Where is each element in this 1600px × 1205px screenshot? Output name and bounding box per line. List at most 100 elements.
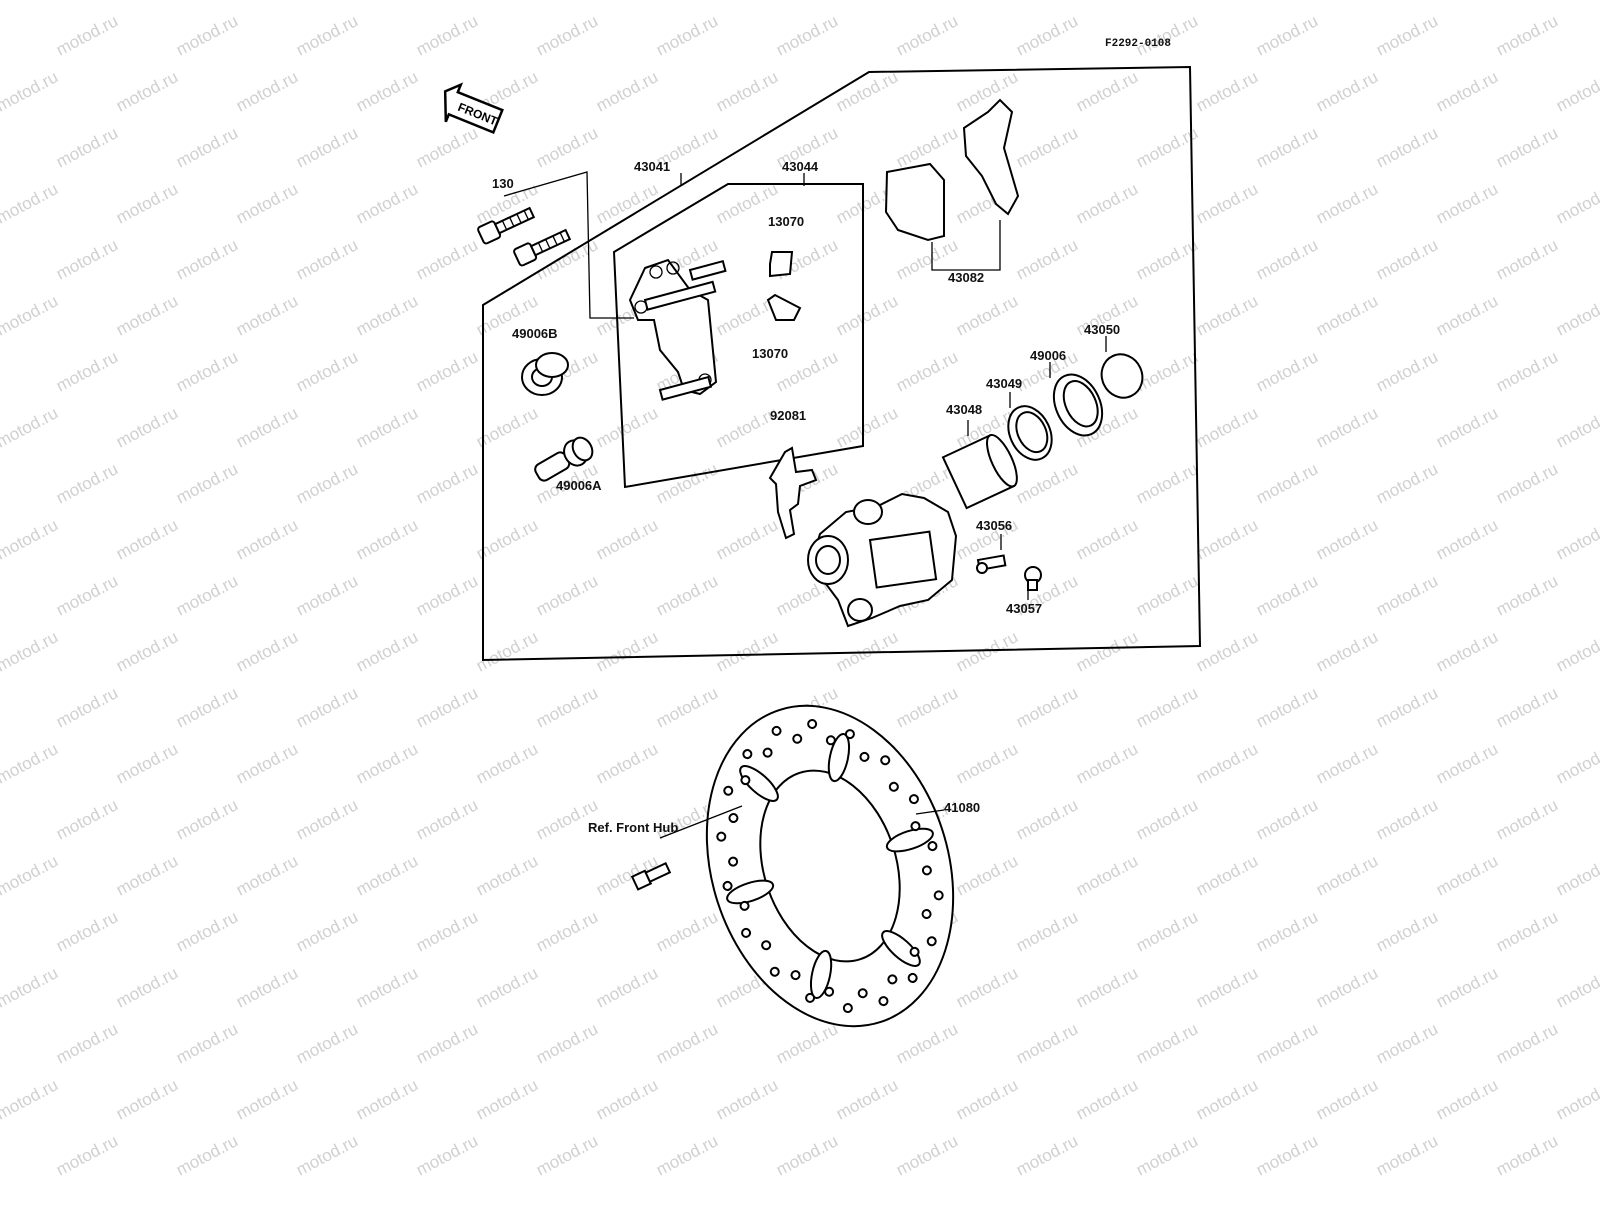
watermark-text: motod.ru [953,963,1021,1011]
watermark-text: motod.ru [0,0,61,4]
watermark-text: motod.ru [1373,1131,1441,1179]
watermark-text: motod.ru [353,179,421,227]
watermark-text: motod.ru [413,459,481,507]
watermark-text: motod.ru [713,67,781,115]
watermark-text: motod.ru [1073,1075,1141,1123]
watermark-text: motod.ru [233,179,301,227]
dust-seal-icon [1052,373,1104,437]
part-label-49006B: 49006B [512,326,558,341]
watermark-text: motod.ru [653,907,721,955]
watermark-text: motod.ru [293,1019,361,1067]
watermark-text: motod.ru [1493,683,1561,731]
part-label-43057: 43057 [1006,601,1042,616]
watermark-text: motod.ru [1493,347,1561,395]
watermark-text: motod.ru [233,739,301,787]
watermark-text: motod.ru [473,851,541,899]
watermark-text: motod.ru [53,1019,121,1067]
watermark-text: motod.ru [113,67,181,115]
watermark-text: motod.ru [293,683,361,731]
watermark-text: motod.ru [833,67,901,115]
watermark-text: motod.ru [1133,235,1201,283]
watermark-text: motod.ru [1433,515,1501,563]
watermark-text: motod.ru [1493,571,1561,619]
watermark-text: motod.ru [233,291,301,339]
watermark-text: motod.ru [113,627,181,675]
watermark-text: motod.ru [1073,179,1141,227]
watermark-text: motod.ru [1373,347,1441,395]
watermark-text: motod.ru [1073,67,1141,115]
watermark-text: motod.ru [1193,291,1261,339]
watermark-text: motod.ru [1373,795,1441,843]
watermark-text: motod.ru [833,291,901,339]
watermark-text: motod.ru [53,683,121,731]
leader-41080 [915,809,945,815]
watermark-text: motod.ru [293,459,361,507]
watermark-text: motod.ru [1193,515,1261,563]
disc-hole [878,996,889,1007]
watermark-text: motod.ru [1433,739,1501,787]
disc-hole [792,733,803,744]
retainer-spring-icon [768,446,818,540]
disc-hole [790,970,801,981]
watermark-text: motod.ru [593,627,661,675]
watermark-text: motod.ru [0,627,61,675]
slide-pin-icon [534,436,594,482]
watermark-text: motod.ru [1313,739,1381,787]
watermark-text: motod.ru [593,0,661,4]
watermark-text: motod.ru [1013,683,1081,731]
watermark-text: motod.ru [593,515,661,563]
watermark-text: motod.ru [1493,795,1561,843]
watermark-text: motod.ru [233,515,301,563]
disc-hole [842,1003,853,1014]
disc-hole [722,880,733,891]
disc-hole [742,749,753,760]
watermark-text: motod.ru [1493,235,1561,283]
watermark-text: motod.ru [953,291,1021,339]
watermark-text: motod.ru [353,67,421,115]
watermark-text: motod.ru [1313,179,1381,227]
watermark-text: motod.ru [0,851,61,899]
watermark-text: motod.ru [1493,1019,1561,1067]
disc-hole [909,946,920,957]
part-label-43049: 43049 [986,376,1022,391]
watermark-text: motod.ru [1133,459,1201,507]
watermark-text: motod.ru [293,11,361,59]
watermark-text: motod.ru [1373,235,1441,283]
watermark-text: motod.ru [1193,67,1261,115]
watermark-text: motod.ru [1433,851,1501,899]
part-label-13070-bottom: 13070 [752,346,788,361]
watermark-text: motod.ru [0,1075,61,1123]
watermark-text: motod.ru [1253,1019,1321,1067]
watermark-text: motod.ru [533,1131,601,1179]
watermark-text: motod.ru [1193,0,1261,4]
watermark-text: motod.ru [1313,963,1381,1011]
watermark-text: motod.ru [1013,123,1081,171]
watermark-text: motod.ru [653,1019,721,1067]
watermark-text: motod.ru [293,795,361,843]
watermark-text: motod.ru [113,179,181,227]
part-label-130: 130 [492,176,514,191]
watermark-text: motod.ru [1553,851,1600,899]
watermark-text: motod.ru [1073,0,1141,4]
watermark-text: motod.ru [1073,851,1141,899]
caliper-assembly-frame [482,65,1202,662]
watermark-text: motod.ru [1073,515,1141,563]
disc-hole [887,974,898,985]
watermark-text: motod.ru [353,515,421,563]
disc-hole [888,781,899,792]
watermark-text: motod.ru [113,739,181,787]
bleed-cap-icon [1024,566,1042,591]
watermark-text: motod.ru [593,67,661,115]
watermark-text: motod.ru [1253,123,1321,171]
disc-hole [761,940,772,951]
watermark-text: motod.ru [1313,291,1381,339]
disc-slot [726,879,775,905]
watermark-text: motod.ru [1433,179,1501,227]
watermark-text: motod.ru [773,1019,841,1067]
disc-hole [805,992,816,1003]
disc-hole [933,890,944,901]
watermark-text: motod.ru [53,347,121,395]
watermark-text: motod.ru [173,1019,241,1067]
disc-hole [739,900,750,911]
